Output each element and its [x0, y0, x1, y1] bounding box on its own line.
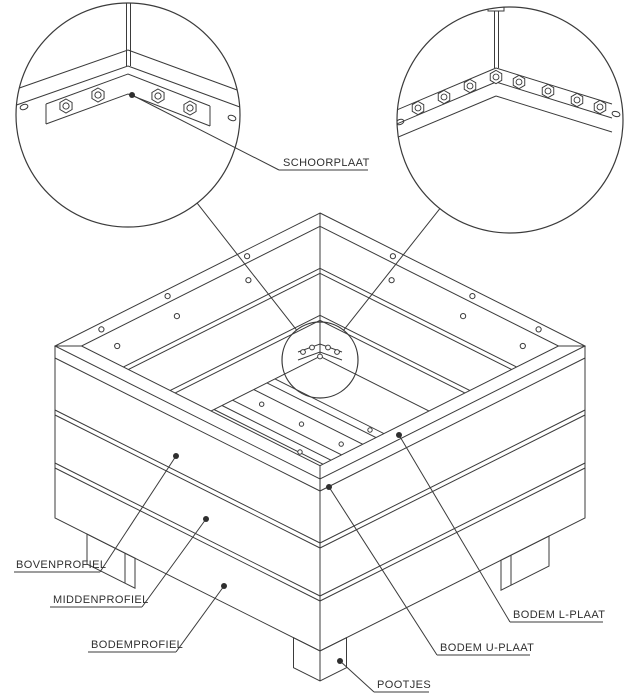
leader-dot: [129, 92, 135, 98]
screw-hole: [164, 293, 171, 300]
leader-dot: [173, 453, 179, 459]
foot-right: [500, 535, 550, 592]
leader-dot: [203, 516, 209, 522]
inner-left-wall-planks: [81, 267, 321, 466]
screw-hole: [98, 326, 105, 333]
post-cap: [487, 7, 505, 12]
label-bovenprofiel: BOVENPROFIEL: [16, 559, 106, 571]
detail-right-content: [397, 7, 621, 139]
label-bodemprofiel: BODEMPROFIEL: [91, 639, 183, 651]
label-bodem-u-plaat: BODEM U-PLAAT: [440, 642, 534, 654]
hex-bolt-icon: [437, 89, 451, 105]
hex-bolt-icon: [183, 100, 197, 116]
bolt-small: [317, 353, 323, 360]
screw-hole: [298, 421, 305, 427]
screw-hole: [338, 441, 344, 447]
screw-hole: [388, 277, 395, 284]
detail-view-right: [396, 6, 624, 234]
leader-line: [141, 518, 207, 608]
wall-top-rails: [16, 49, 240, 111]
leader-line: [339, 660, 375, 693]
hex-bolt-icon: [489, 69, 503, 85]
hex-bolt-icon: [570, 92, 584, 108]
label-bodem-l-plaat: BODEM L-PLAAT: [513, 609, 605, 621]
bolt-hole: [19, 103, 29, 111]
bolt-small: [325, 344, 331, 351]
leader-line: [99, 455, 177, 573]
hex-bolt-icon: [541, 83, 555, 99]
hex-bolt-icon: [59, 98, 73, 114]
screw-hole: [173, 313, 180, 320]
leader-dot: [221, 583, 227, 589]
hex-bolt-icon: [512, 74, 526, 90]
corner-post-edge: [126, 3, 131, 66]
bolt-small: [334, 349, 340, 355]
leader-dot: [326, 484, 332, 490]
detail-view-left: [15, 2, 241, 228]
screw-hole: [469, 293, 476, 300]
screw-hole: [535, 326, 542, 333]
callout-bodemprofiel: BODEMPROFIEL: [88, 583, 227, 653]
callout-pootjes: POOTJES: [337, 658, 431, 693]
leader-line: [398, 434, 511, 623]
right-wall-planks: [319, 357, 586, 602]
leader-dot: [337, 658, 343, 664]
label-middenprofiel: MIDDENPROFIEL: [53, 594, 149, 606]
screw-hole: [245, 277, 252, 284]
screw-hole: [367, 427, 373, 433]
corner-bracket-small: [297, 343, 343, 361]
screw-hole: [244, 253, 251, 260]
bolt-small: [300, 349, 306, 355]
screw-hole: [259, 401, 265, 407]
callout-schoorplaat: SCHOORPLAAT: [129, 92, 370, 171]
bolt-hole: [397, 118, 405, 126]
left-wall-planks: [54, 357, 321, 602]
hex-bolt-icon: [411, 100, 425, 116]
detail-circle-right: [396, 6, 624, 234]
planter-box: [53, 212, 587, 682]
detail-marker: [281, 321, 359, 399]
foot-front: [293, 636, 347, 682]
screw-hole: [519, 342, 526, 350]
leader-dot: [396, 432, 402, 438]
leader-line: [175, 585, 225, 653]
callout-bodem-l-plaat: BODEM L-PLAAT: [396, 432, 605, 623]
detail-left-content: [16, 3, 240, 127]
label-schoorplaat: SCHOORPLAAT: [283, 157, 370, 169]
detail-marker-circle: [281, 321, 359, 399]
detail-connector-right: [343, 208, 441, 331]
callout-bovenprofiel: BOVENPROFIEL: [14, 453, 179, 573]
callout-bodem-u-plaat: BODEM U-PLAAT: [326, 484, 534, 656]
inner-right-wall-planks: [319, 267, 559, 466]
detail-circle-left: [15, 2, 241, 228]
rim-screws: [98, 253, 542, 333]
bottom-planks: [107, 378, 514, 466]
foot-left: [86, 533, 136, 590]
hex-bolt-icon: [151, 88, 165, 104]
schoorplaat-plate: [45, 73, 211, 127]
detail-connector-left: [196, 202, 297, 331]
hex-bolt-icon: [593, 99, 607, 115]
screw-hole: [460, 313, 467, 320]
hex-bolt-icon: [463, 78, 477, 94]
screw-hole: [297, 449, 303, 455]
corner-post-edge: [494, 11, 499, 68]
callout-middenprofiel: MIDDENPROFIEL: [50, 516, 209, 608]
bolt-hole: [227, 114, 237, 122]
hex-bolt-icon: [91, 87, 105, 103]
label-pootjes: POOTJES: [377, 679, 431, 691]
screw-hole: [389, 253, 396, 260]
screw-hole: [114, 342, 121, 350]
leader-line: [328, 486, 438, 656]
leader-line: [131, 94, 280, 171]
bolt-hole: [611, 110, 621, 118]
bolt-small: [309, 344, 315, 351]
